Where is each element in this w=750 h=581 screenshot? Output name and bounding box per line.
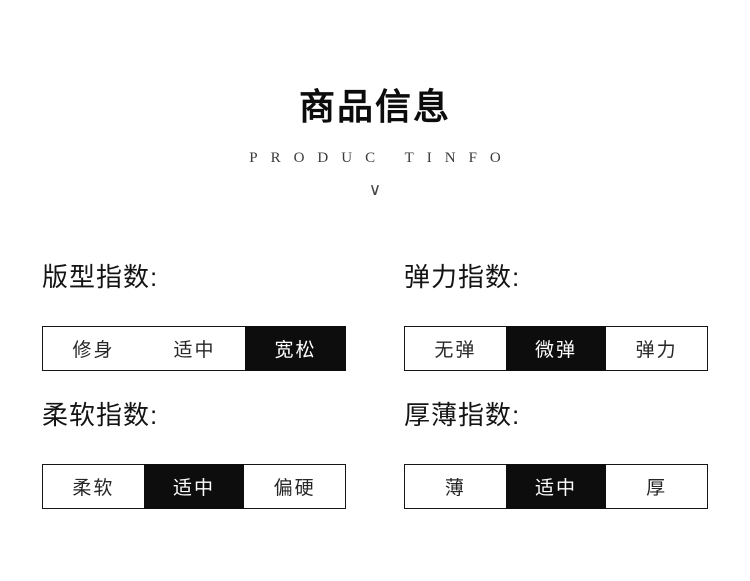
index-block-thickness: 厚薄指数: 薄 适中 厚: [404, 400, 708, 510]
index-option: 适中: [143, 464, 245, 510]
index-option: 无弹: [434, 340, 477, 362]
index-option: 微弹: [505, 326, 607, 372]
index-label-fit: 版型指数:: [42, 261, 159, 292]
index-label-thickness: 厚薄指数:: [404, 400, 521, 431]
index-bar-elasticity: 无弹 微弹 弹力: [404, 326, 708, 372]
index-label-softness: 柔软指数:: [42, 400, 159, 431]
page-title: 商品信息: [298, 86, 451, 127]
banner-header: 商品信息 PRODUC TINFO ∨: [0, 0, 750, 200]
index-bar-softness: 柔软 适中 偏硬: [42, 464, 346, 510]
index-option: 柔软: [72, 478, 115, 500]
page-subtitle: PRODUC TINFO: [249, 150, 514, 166]
index-label-elasticity: 弹力指数:: [404, 261, 521, 292]
index-block-fit: 版型指数: 修身 适中 宽松: [42, 261, 346, 372]
index-option: 修身: [72, 340, 115, 362]
index-option: 偏硬: [273, 478, 316, 500]
index-option: 弹力: [635, 340, 678, 362]
index-block-elasticity: 弹力指数: 无弹 微弹 弹力: [404, 261, 708, 372]
chevron-down-icon: ∨: [368, 179, 382, 199]
index-block-softness: 柔软指数: 柔软 适中 偏硬: [42, 400, 346, 510]
index-bar-fit: 修身 适中 宽松: [42, 326, 346, 372]
index-option: 薄: [444, 478, 466, 500]
index-bar-thickness: 薄 适中 厚: [404, 464, 708, 510]
index-option: 适中: [505, 464, 607, 510]
index-option: 适中: [173, 340, 216, 362]
index-grid: 版型指数: 修身 适中 宽松 弹力指数: 无弹 微弹 弹力 柔软指数: 柔软 适…: [0, 261, 750, 510]
index-option: 厚: [646, 478, 668, 500]
index-option: 宽松: [245, 326, 346, 372]
